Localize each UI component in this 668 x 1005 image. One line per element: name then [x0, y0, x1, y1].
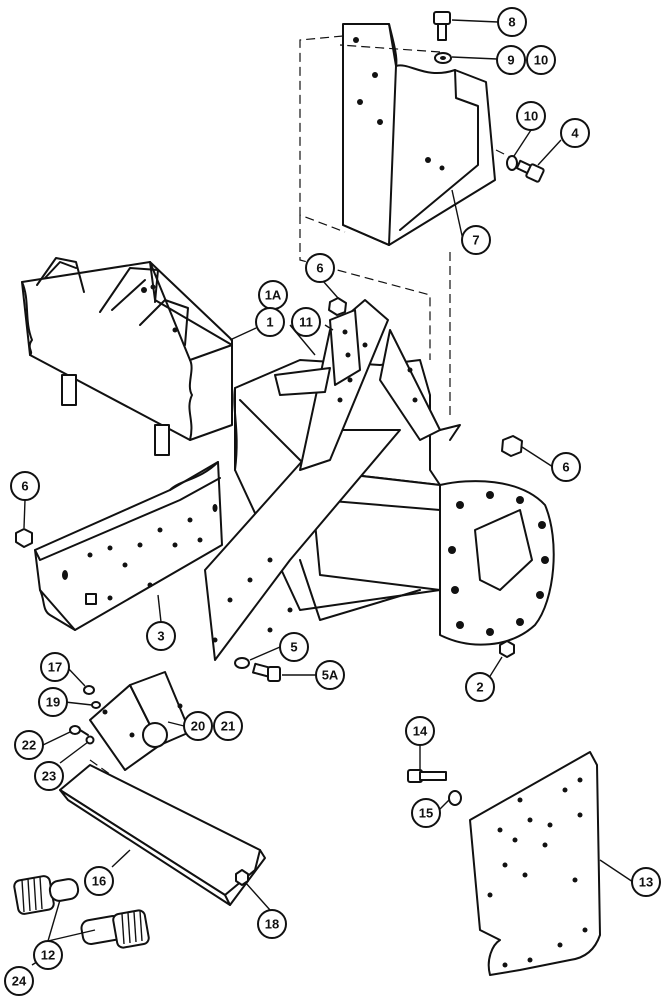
part-18-nut — [235, 869, 249, 886]
svg-text:8: 8 — [508, 15, 515, 30]
part-5-washer — [234, 657, 250, 669]
part-6-nut-left — [15, 528, 33, 548]
callout-23: 23 — [34, 761, 64, 791]
callout-10-top: 10 — [526, 45, 556, 75]
part-23-nut — [85, 735, 95, 745]
part-13-plate — [469, 751, 601, 976]
callout-4: 4 — [560, 118, 590, 148]
svg-text:2: 2 — [476, 680, 483, 695]
svg-text:13: 13 — [639, 875, 653, 890]
svg-text:6: 6 — [316, 261, 323, 276]
part-1a-crossmember — [21, 257, 233, 456]
callout-6-right: 6 — [551, 452, 581, 482]
part-16-angle-channel — [59, 764, 266, 906]
svg-text:21: 21 — [221, 719, 235, 734]
callout-18: 18 — [257, 909, 287, 939]
svg-text:6: 6 — [562, 460, 569, 475]
callout-7: 7 — [461, 225, 491, 255]
part-14-bolt — [407, 769, 447, 783]
callout-17: 17 — [40, 652, 70, 682]
callout-9: 9 — [496, 45, 526, 75]
part-17-bolt — [83, 685, 95, 695]
callout-1a: 1A — [258, 280, 288, 310]
svg-text:6: 6 — [21, 479, 28, 494]
callout-3: 3 — [146, 621, 176, 651]
callout-2: 2 — [465, 672, 495, 702]
svg-text:5: 5 — [290, 640, 297, 655]
callout-16: 16 — [84, 866, 114, 896]
part-7-u-bracket — [342, 23, 496, 246]
callout-6-top: 6 — [305, 253, 335, 283]
callout-24: 24 — [4, 966, 34, 996]
svg-text:5A: 5A — [322, 668, 339, 683]
callout-10-right: 10 — [516, 101, 546, 131]
svg-text:7: 7 — [472, 233, 479, 248]
part-8-bolt — [433, 11, 451, 41]
svg-text:17: 17 — [48, 660, 62, 675]
part-20-21-angle-bracket — [89, 671, 191, 771]
callout-20: 20 — [183, 711, 213, 741]
part-5a-bolt — [252, 662, 281, 682]
svg-text:9: 9 — [507, 53, 514, 68]
part-10-washer — [506, 155, 518, 171]
leader-lines — [23, 19, 634, 966]
callout-15: 15 — [411, 798, 441, 828]
part-4-bolt — [515, 159, 545, 183]
svg-text:22: 22 — [22, 738, 36, 753]
callout-19: 19 — [38, 687, 68, 717]
callout-1: 1 — [255, 307, 285, 337]
svg-text:23: 23 — [42, 769, 56, 784]
svg-text:18: 18 — [265, 917, 279, 932]
svg-text:1: 1 — [266, 315, 273, 330]
part-22-screw — [69, 725, 89, 736]
part-3-side-plate — [34, 461, 223, 631]
svg-text:24: 24 — [12, 974, 27, 989]
part-6-nut-top — [328, 297, 347, 316]
svg-text:12: 12 — [41, 948, 55, 963]
part-24-shaft-coupler — [80, 909, 150, 949]
callout-11: 11 — [291, 307, 321, 337]
part-19-washer — [91, 701, 101, 709]
svg-text:1A: 1A — [265, 288, 282, 303]
svg-text:20: 20 — [191, 719, 205, 734]
svg-text:19: 19 — [46, 695, 60, 710]
callout-6-left: 6 — [10, 471, 40, 501]
part-12-shaft-coupler — [13, 875, 80, 915]
part-9-washer — [434, 52, 452, 64]
svg-text:4: 4 — [571, 126, 579, 141]
svg-text:16: 16 — [92, 874, 106, 889]
svg-text:3: 3 — [157, 629, 164, 644]
callout-22: 22 — [14, 730, 44, 760]
callout-5a: 5A — [315, 660, 345, 690]
part-2-nut — [499, 640, 515, 658]
svg-text:10: 10 — [534, 53, 548, 68]
callout-12: 12 — [33, 940, 63, 970]
part-6-nut-right — [501, 435, 523, 457]
svg-text:15: 15 — [419, 806, 433, 821]
callout-13: 13 — [631, 867, 661, 897]
part-15-washer — [448, 790, 462, 806]
callout-8: 8 — [497, 7, 527, 37]
callout-5: 5 — [279, 632, 309, 662]
svg-text:10: 10 — [524, 109, 538, 124]
callout-14: 14 — [405, 716, 435, 746]
callout-21: 21 — [213, 711, 243, 741]
svg-text:14: 14 — [413, 724, 428, 739]
part-1-main-frame — [204, 299, 555, 661]
svg-text:11: 11 — [299, 315, 313, 330]
